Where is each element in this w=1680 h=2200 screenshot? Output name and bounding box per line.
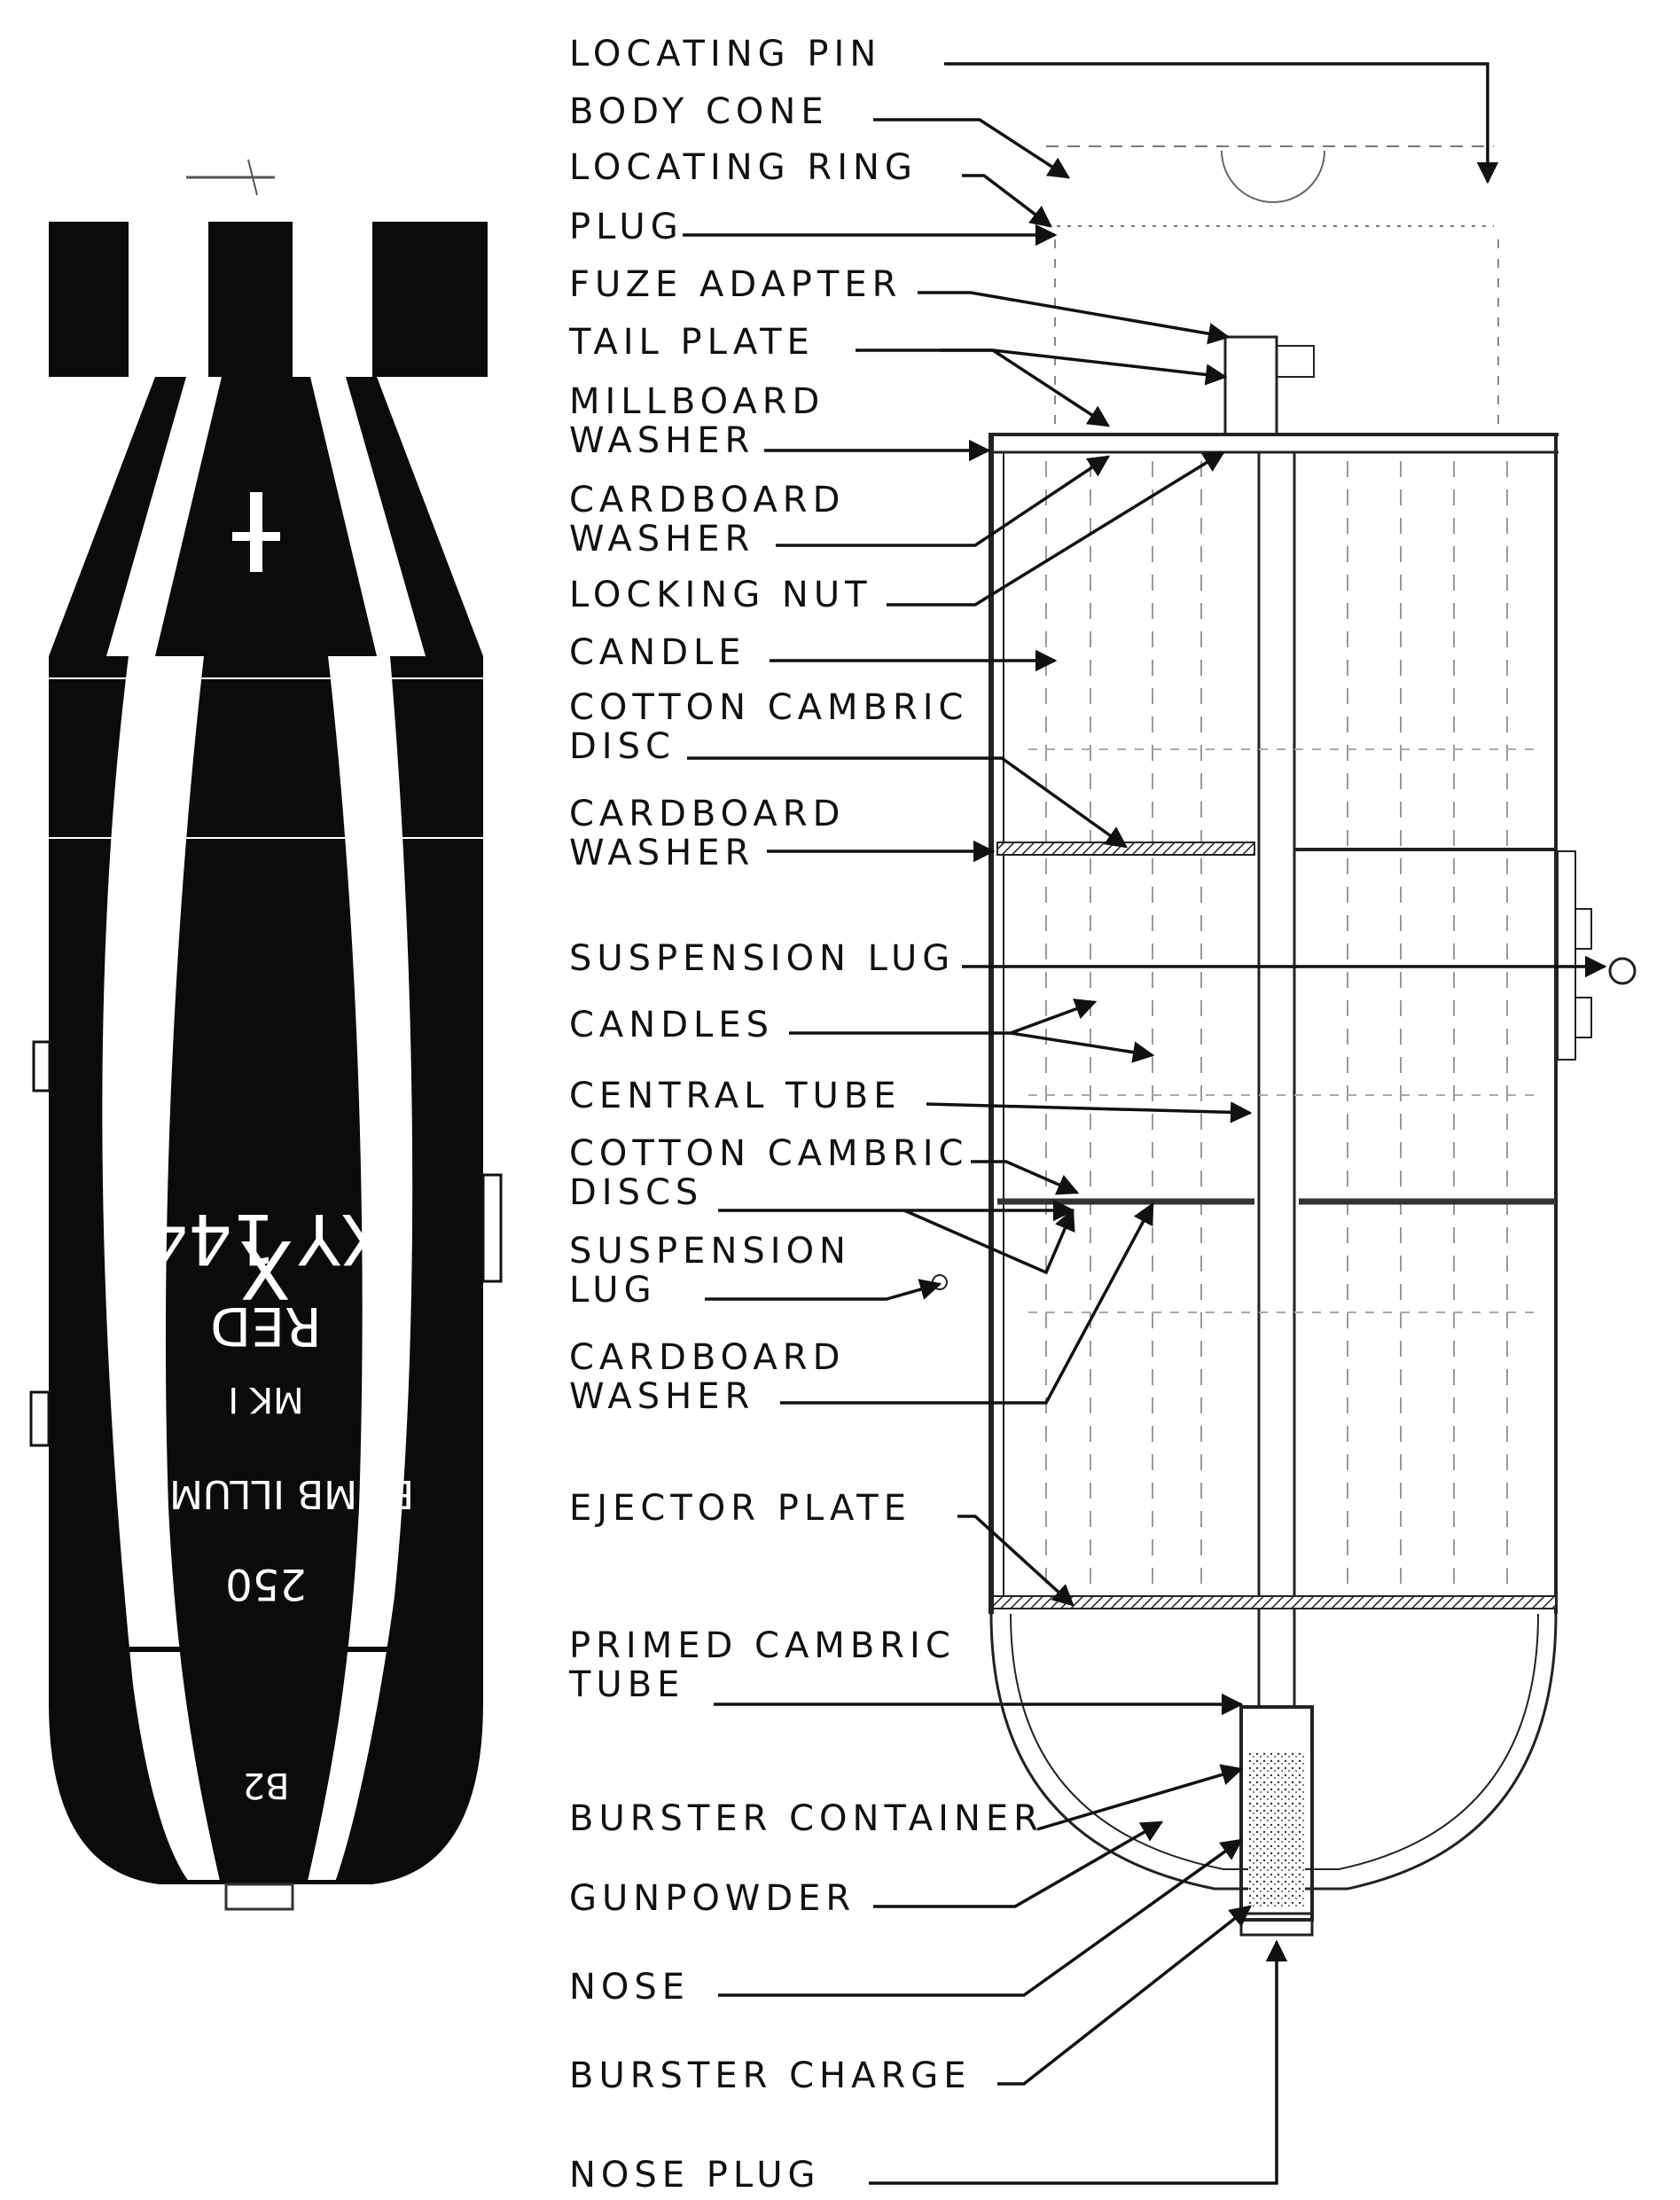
label-primed-cambric-tube-line-1: PRIMED CAMBRIC	[569, 1625, 956, 1666]
marking-bomb: BOMB ILLUM B.	[118, 1471, 414, 1516]
marking-code: XY 144	[145, 1198, 388, 1278]
label-candles: CANDLES	[569, 1005, 774, 1045]
label-suspension-lug-2-line-2: LUG	[569, 1270, 657, 1311]
label-cotton-cambric-disc-line-2: DISC	[569, 726, 676, 767]
suspension-lug-ring	[1608, 957, 1637, 985]
label-burster-container: BURSTER CONTAINER	[569, 1798, 1043, 1839]
label-suspension-lug: SUSPENSION LUG	[569, 938, 956, 979]
label-millboard-washer-line-2: WASHER	[569, 420, 755, 461]
tail-fin-box	[49, 222, 488, 377]
label-cardboard-washer-top-line-2: WASHER	[569, 519, 755, 560]
label-primed-cambric-tube-line-2: TUBE	[569, 1664, 685, 1705]
label-cotton-cambric-discs-line-1: COTTON CAMBRIC	[569, 1133, 969, 1174]
label-cotton-cambric-discs-line-2: DISCS	[569, 1172, 704, 1213]
burster-container-part	[1239, 1705, 1314, 1922]
marking-lbs: 250	[225, 1559, 307, 1609]
label-burster-charge: BURSTER CHARGE	[569, 2055, 972, 2096]
side-lug-3	[29, 1390, 51, 1447]
marking-red: RED	[210, 1295, 322, 1357]
label-candle: CANDLE	[569, 632, 746, 673]
label-cardboard-washer-top-line-1: CARDBOARD	[569, 480, 846, 521]
marking-x: X	[238, 1222, 293, 1315]
label-millboard-washer-line-1: MILLBOARD	[569, 381, 825, 422]
label-plug: PLUG	[569, 207, 684, 247]
label-cotton-cambric-disc-line-1: COTTON CAMBRIC	[569, 687, 969, 728]
label-central-tube: CENTRAL TUBE	[569, 1076, 902, 1116]
label-nose: NOSE	[569, 1967, 691, 2008]
label-locating-ring: LOCATING RING	[569, 147, 918, 188]
label-cardboard-washer-mid-line-1: CARDBOARD	[569, 794, 846, 834]
bomb-exterior-view: ( ) XY 144 X RED MK I BOMB ILLUM B. 250 …	[29, 159, 503, 1911]
leader-lines	[683, 62, 1607, 2185]
label-gunpowder: GUNPOWDER	[569, 1878, 856, 1919]
label-tail-plate: TAIL PLATE	[569, 322, 815, 363]
svg-text:(: (	[142, 575, 161, 633]
label-fuze-adapter: FUZE ADAPTER	[569, 264, 903, 305]
label-nose-plug: NOSE PLUG	[569, 2155, 821, 2196]
side-lug-2	[481, 1173, 503, 1283]
label-cardboard-washer-low-line-2: WASHER	[569, 1376, 755, 1417]
marking-b2: B2	[243, 1765, 290, 1805]
label-suspension-lug-2-line-1: SUSPENSION	[569, 1231, 851, 1272]
side-lug-1	[32, 1040, 51, 1092]
ejector-plate-part	[992, 1595, 1557, 1609]
marking-mk: MK I	[228, 1379, 303, 1420]
label-locating-pin: LOCATING PIN	[569, 34, 882, 74]
bomb-section-view	[932, 145, 1637, 1937]
svg-text:): )	[368, 575, 387, 633]
nose-cap	[224, 1883, 294, 1911]
gunpowder-part	[1248, 1751, 1305, 1906]
label-cardboard-washer-mid-line-2: WASHER	[569, 833, 755, 873]
label-cardboard-washer-low-line-1: CARDBOARD	[569, 1337, 846, 1378]
label-ejector-plate: EJECTOR PLATE	[569, 1488, 911, 1529]
label-locking-nut: LOCKING NUT	[569, 575, 872, 615]
label-body-cone: BODY CONE	[569, 91, 829, 132]
